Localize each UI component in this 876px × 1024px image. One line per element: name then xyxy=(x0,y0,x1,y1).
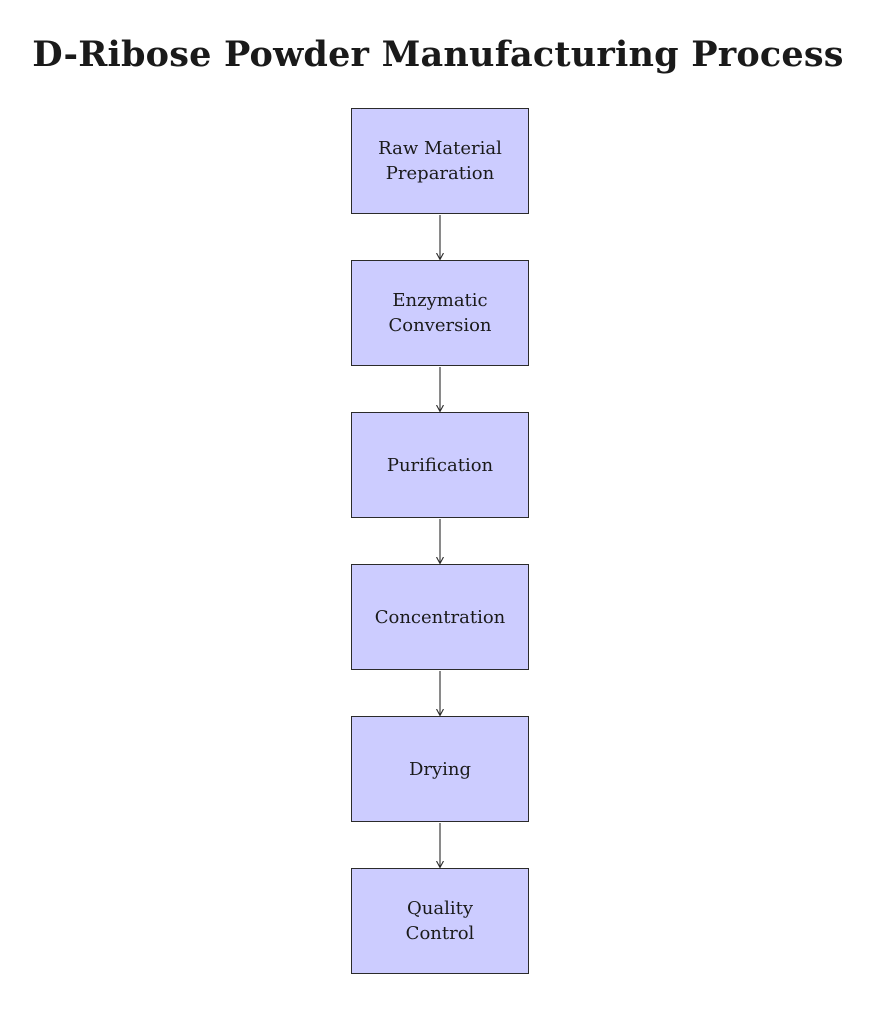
step-drying: Drying xyxy=(351,716,529,822)
step-label: Quality Control xyxy=(405,898,475,944)
step-quality-control: Quality Control xyxy=(351,868,529,974)
step-enzymatic-conversion: Enzymatic Conversion xyxy=(351,260,529,366)
step-label: Raw Material Preparation xyxy=(378,138,502,184)
step-raw-material-preparation: Raw Material Preparation xyxy=(351,108,529,214)
step-label: Enzymatic Conversion xyxy=(388,290,492,336)
step-label: Concentration xyxy=(374,606,506,628)
diagram-title: D-Ribose Powder Manufacturing Process xyxy=(32,34,844,75)
step-label: Purification xyxy=(386,454,494,476)
step-label: Drying xyxy=(408,758,472,780)
step-concentration: Concentration xyxy=(351,564,529,670)
step-purification: Purification xyxy=(351,412,529,518)
